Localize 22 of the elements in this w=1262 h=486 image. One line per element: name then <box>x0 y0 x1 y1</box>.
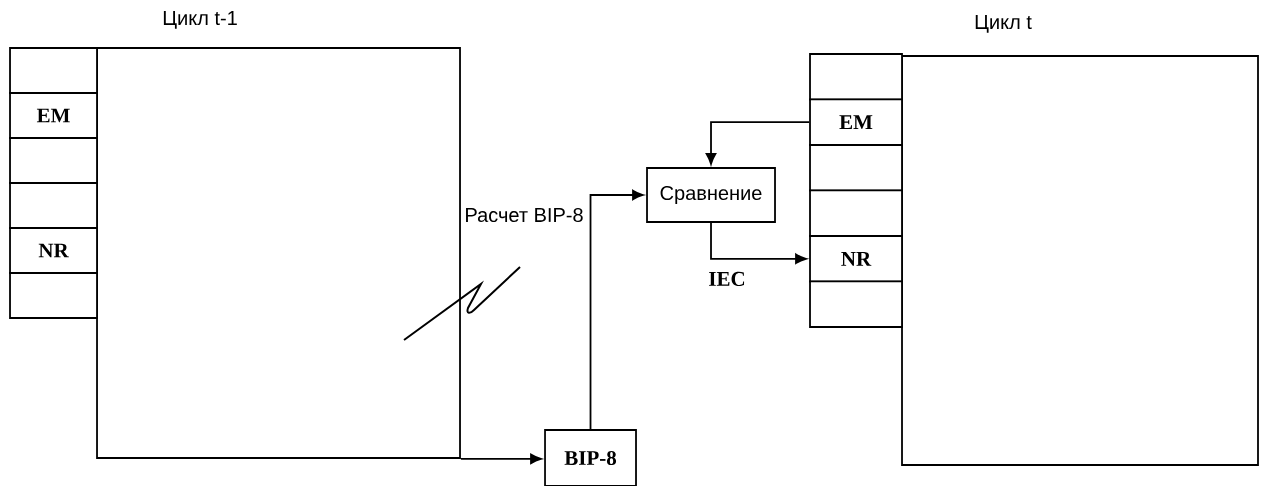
field-cell <box>809 53 903 101</box>
annotation-text: Расчет BIP-8 <box>466 207 583 223</box>
field-cell <box>809 280 903 328</box>
field-cell <box>9 47 98 94</box>
arrow <box>589 189 644 430</box>
process-box: Сравнение <box>646 167 776 223</box>
field-cell: EM <box>9 92 98 139</box>
arrow <box>705 121 810 165</box>
arrow <box>460 453 542 465</box>
field-cell <box>809 189 903 237</box>
field-cell: NR <box>9 227 98 274</box>
heading: Цикл t-1 <box>163 11 237 29</box>
field-cell: EM <box>809 98 903 146</box>
arrow <box>710 222 807 264</box>
field-cell <box>809 144 903 192</box>
field-cell <box>9 272 98 319</box>
process-box: BIP-8 <box>544 429 637 486</box>
field-cell: NR <box>809 235 903 283</box>
field-cell <box>9 182 98 229</box>
edge-label: IEC <box>706 269 748 288</box>
field-cell <box>9 137 98 184</box>
heading: Цикл t <box>975 15 1032 33</box>
